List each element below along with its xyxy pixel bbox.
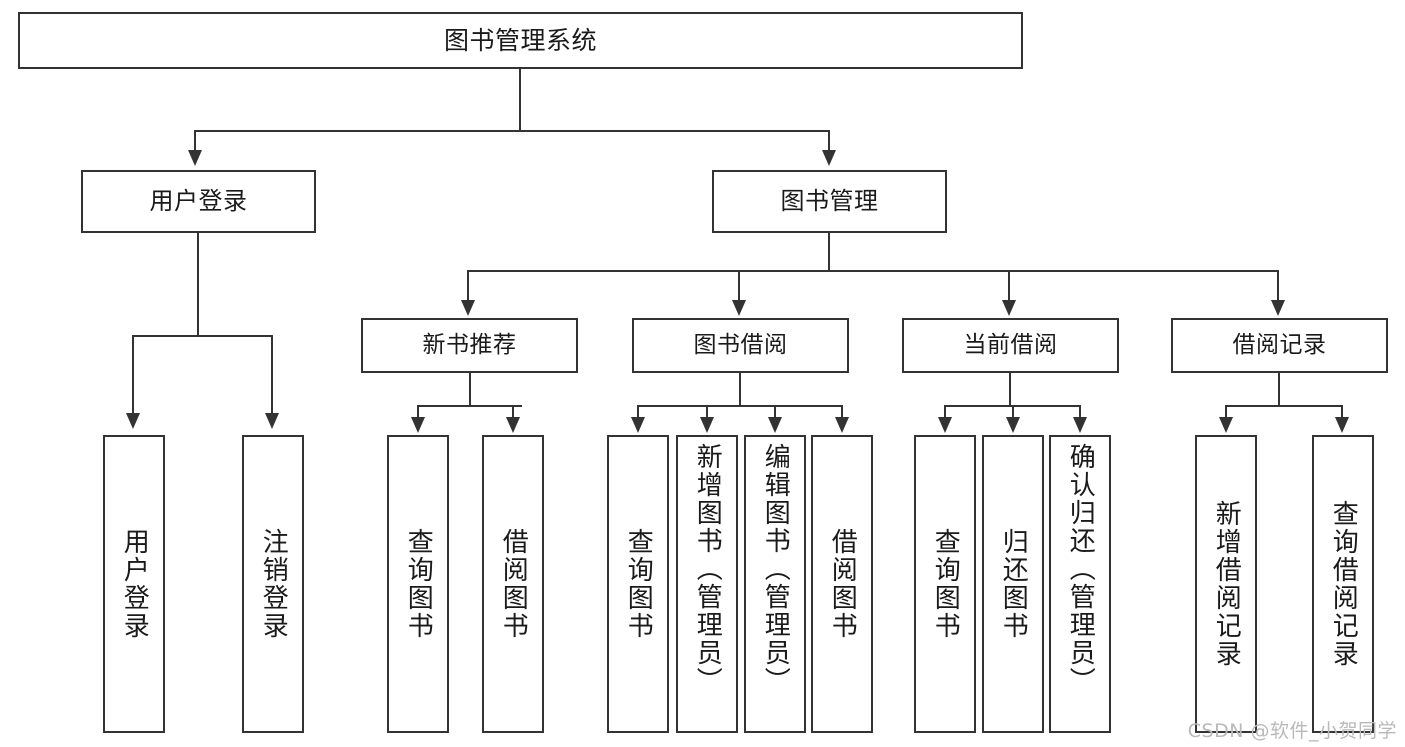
connector-bookmgmt-to-record: [1277, 270, 1279, 302]
node-label: 借阅图书: [498, 528, 529, 640]
connector-borrow-leaf3: [774, 405, 776, 419]
node-label: 归还图书: [998, 528, 1029, 640]
node-user-login[interactable]: 用户登录: [81, 170, 316, 233]
node-label: 用户登录: [149, 187, 248, 216]
node-label: 图书借阅: [693, 331, 788, 358]
leaf-edit-book-admin[interactable]: 编辑图书（管理员）: [744, 435, 806, 733]
connector-bookmgmt-to-current: [1008, 270, 1010, 302]
node-label: 用户登录: [119, 528, 150, 640]
arrowhead-record-leaf1: [1219, 417, 1233, 433]
connector-root-to-bookmgmt: [828, 130, 830, 152]
connector-current-leaf2: [1012, 405, 1014, 419]
node-label: 查询图书: [623, 528, 654, 640]
node-label: 注销登录: [258, 528, 289, 640]
arrowhead-current-leaf3: [1073, 417, 1087, 433]
node-label: 查询图书: [403, 528, 434, 640]
node-label: 新书推荐: [422, 331, 517, 358]
connector-newbook-leaf1: [417, 405, 419, 419]
connector-borrow-leaf4: [841, 405, 843, 419]
node-label: 查询图书: [930, 528, 961, 640]
csdn-watermark: CSDN @软件_小贺同学: [1187, 720, 1397, 742]
connector-current-leaf3: [1079, 405, 1081, 419]
connector-borrow-leaf1: [637, 405, 639, 419]
leaf-return-book[interactable]: 归还图书: [982, 435, 1044, 733]
node-label: 编辑图书（管理员）: [760, 443, 791, 695]
leaf-borrow-book-recommend[interactable]: 借阅图书: [482, 435, 544, 733]
node-label: 新增借阅记录: [1211, 500, 1242, 668]
leaf-confirm-return-admin[interactable]: 确认归还（管理员）: [1049, 435, 1111, 733]
node-root-system[interactable]: 图书管理系统: [18, 12, 1023, 69]
arrowhead-root-to-userlogin: [188, 150, 202, 166]
node-current-borrow[interactable]: 当前借阅: [902, 318, 1119, 373]
connector-root-stem: [519, 69, 521, 131]
node-label: 图书管理: [780, 187, 879, 216]
connector-record-leaf2: [1341, 405, 1343, 419]
node-label: 新增图书（管理员）: [692, 443, 723, 695]
connector-userlogin-bar: [132, 335, 273, 337]
node-book-borrow[interactable]: 图书借阅: [632, 318, 849, 373]
arrowhead-borrow-leaf2: [700, 417, 714, 433]
connector-borrow-stem: [739, 373, 741, 406]
connector-bookmgmt-to-borrow: [738, 270, 740, 302]
leaf-add-borrow-record[interactable]: 新增借阅记录: [1195, 435, 1257, 733]
connector-userlogin-leaf2: [271, 335, 273, 415]
arrowhead-borrow-leaf1: [631, 417, 645, 433]
leaf-query-book-recommend[interactable]: 查询图书: [387, 435, 449, 733]
connector-record-stem: [1278, 373, 1280, 406]
arrowhead-bookmgmt-to-current: [1002, 300, 1016, 316]
node-label: 借阅图书: [827, 528, 858, 640]
connector-borrow-leaf2: [706, 405, 708, 419]
arrowhead-userlogin-leaf1: [126, 413, 140, 429]
node-book-management[interactable]: 图书管理: [712, 170, 947, 233]
arrowhead-record-leaf2: [1335, 417, 1349, 433]
leaf-user-login[interactable]: 用户登录: [103, 435, 165, 733]
connector-root-bar: [194, 130, 830, 132]
leaf-logout[interactable]: 注销登录: [242, 435, 304, 733]
connector-record-bar: [1225, 405, 1343, 407]
arrowhead-bookmgmt-to-newbook: [461, 300, 475, 316]
node-label: 查询借阅记录: [1328, 500, 1359, 668]
arrowhead-newbook-leaf2: [506, 417, 520, 433]
connector-bookmgmt-bar: [467, 270, 1279, 272]
node-new-book-recommend[interactable]: 新书推荐: [361, 318, 578, 373]
connector-borrow-bar: [637, 405, 843, 407]
node-label: 确认归还（管理员）: [1065, 443, 1096, 695]
node-label: 图书管理系统: [443, 25, 597, 55]
connector-bookmgmt-stem: [828, 233, 830, 271]
leaf-query-borrow-record[interactable]: 查询借阅记录: [1312, 435, 1374, 733]
arrowhead-borrow-leaf4: [835, 417, 849, 433]
arrowhead-current-leaf1: [938, 417, 952, 433]
connector-record-leaf1: [1225, 405, 1227, 419]
arrowhead-borrow-leaf3: [768, 417, 782, 433]
arrowhead-newbook-leaf1: [411, 417, 425, 433]
connector-newbook-bar: [417, 405, 522, 407]
connector-bookmgmt-to-newbook: [467, 270, 469, 302]
leaf-borrow-book[interactable]: 借阅图书: [811, 435, 873, 733]
connector-userlogin-stem: [197, 233, 199, 336]
arrowhead-bookmgmt-to-borrow: [732, 300, 746, 316]
leaf-add-book-admin[interactable]: 新增图书（管理员）: [676, 435, 738, 733]
leaf-query-book-current[interactable]: 查询图书: [914, 435, 976, 733]
connector-root-to-userlogin: [194, 130, 196, 152]
connector-current-leaf1: [944, 405, 946, 419]
connector-userlogin-leaf1: [132, 335, 134, 415]
node-label: 借阅记录: [1232, 331, 1327, 358]
arrowhead-current-leaf2: [1006, 417, 1020, 433]
connector-newbook-leaf2: [512, 405, 514, 419]
leaf-query-book-borrow[interactable]: 查询图书: [607, 435, 669, 733]
arrowhead-bookmgmt-to-record: [1271, 300, 1285, 316]
arrowhead-root-to-bookmgmt: [822, 150, 836, 166]
arrowhead-userlogin-leaf2: [265, 413, 279, 429]
node-label: 当前借阅: [963, 331, 1058, 358]
connector-newbook-stem: [469, 373, 471, 406]
node-borrow-record[interactable]: 借阅记录: [1171, 318, 1388, 373]
connector-current-stem: [1009, 373, 1011, 406]
